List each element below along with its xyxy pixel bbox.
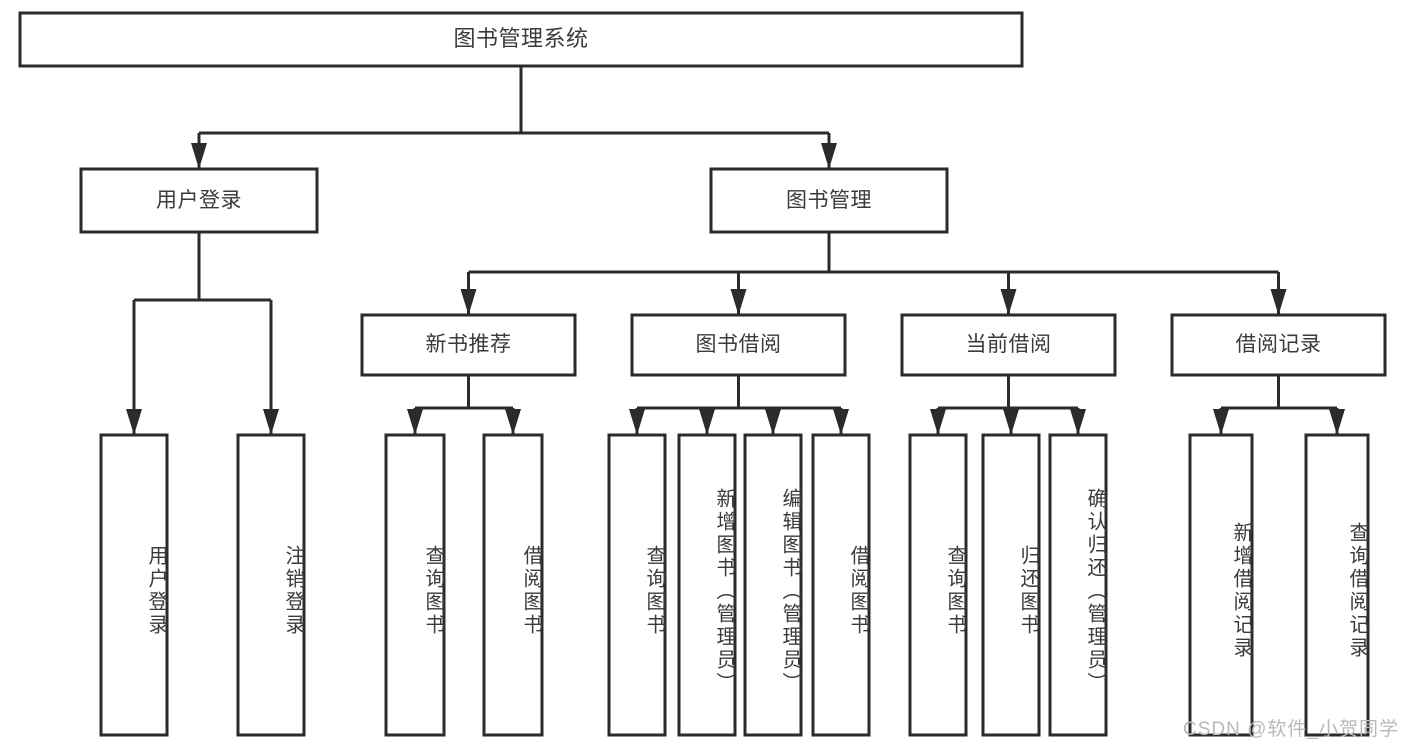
node-box-leaf-query-book-1[interactable]: [384, 433, 446, 737]
arrow-head-icon-bookmgmt: [821, 143, 837, 169]
arrow-head-icon-current: [1000, 289, 1017, 315]
arrow-head-icon-newbook: [460, 289, 477, 315]
node-box-leaf-return-book[interactable]: [981, 433, 1041, 737]
edges-layer: [126, 66, 1345, 435]
arrow-head-icon-leaf-borrow-book-1: [505, 409, 521, 435]
arrow-head-icon-leaf-query-record: [1329, 409, 1345, 435]
node-box-leaf-edit-book[interactable]: [743, 433, 803, 737]
arrow-head-icon-leaf-add-record: [1213, 409, 1229, 435]
arrow-head-icon-leaf-query-book-1: [407, 409, 423, 435]
watermark: CSDN @软件_小贺同学: [1183, 719, 1399, 740]
node-box-borrow[interactable]: [630, 313, 847, 377]
node-box-record[interactable]: [1170, 313, 1387, 377]
arrow-head-icon-leaf-query-book-2: [629, 409, 645, 435]
arrow-head-icon-record: [1270, 289, 1287, 315]
boxes-layer: [18, 11, 1387, 737]
arrow-head-icon-borrow: [730, 289, 747, 315]
arrow-head-icon-leaf-borrow-book-2: [833, 409, 849, 435]
node-box-login[interactable]: [79, 167, 319, 234]
arrow-head-icon-leaf-add-book: [699, 409, 715, 435]
node-box-newbook[interactable]: [360, 313, 577, 377]
node-box-leaf-user-logout[interactable]: [236, 433, 306, 737]
node-box-leaf-add-book[interactable]: [677, 433, 737, 737]
arrow-head-icon-leaf-return-book: [1003, 409, 1019, 435]
node-box-current[interactable]: [900, 313, 1117, 377]
node-box-leaf-query-record[interactable]: [1304, 433, 1370, 737]
node-box-leaf-borrow-book-2[interactable]: [811, 433, 871, 737]
node-box-root[interactable]: [18, 11, 1024, 68]
arrow-head-icon-leaf-query-book-3: [930, 409, 946, 435]
arrow-head-icon-leaf-user-login: [126, 409, 142, 435]
arrow-head-icon-leaf-confirm-return: [1070, 409, 1086, 435]
node-box-leaf-query-book-2[interactable]: [607, 433, 667, 737]
arrow-head-icon-leaf-user-logout: [263, 409, 279, 435]
node-box-bookmgmt[interactable]: [709, 167, 949, 234]
node-box-leaf-borrow-book-1[interactable]: [482, 433, 544, 737]
node-box-leaf-user-login[interactable]: [99, 433, 169, 737]
arrow-head-icon-login: [191, 143, 207, 169]
node-box-leaf-add-record[interactable]: [1188, 433, 1254, 737]
node-box-leaf-confirm-return[interactable]: [1048, 433, 1108, 737]
arrow-head-icon-leaf-edit-book: [765, 409, 781, 435]
node-box-leaf-query-book-3[interactable]: [908, 433, 968, 737]
